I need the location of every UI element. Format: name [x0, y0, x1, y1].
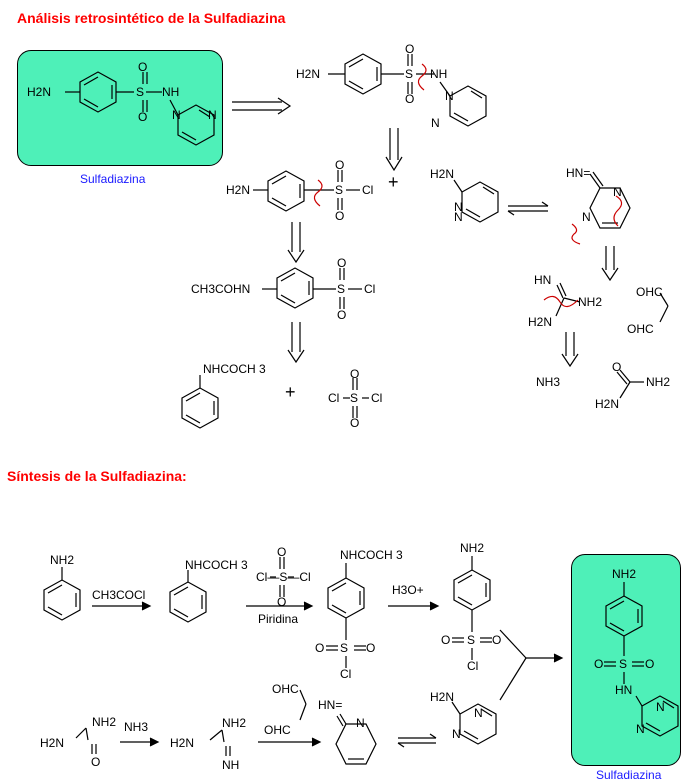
label-cl: Cl [328, 391, 340, 405]
reagent-pyridine: Piridina [258, 612, 299, 626]
label-h2n: H2N [430, 167, 455, 181]
label-nh: NH [222, 758, 240, 772]
label-o: O [405, 92, 415, 106]
label-o: O [594, 657, 604, 671]
label-h2n: H2N [528, 315, 553, 329]
reagent-ammonia: NH3 [124, 720, 149, 734]
label-o: O [138, 110, 148, 124]
label-n: N [445, 89, 454, 103]
label-h2n: H2N [430, 690, 455, 704]
label-h2n: H2N [27, 85, 52, 99]
label-n: N [656, 700, 665, 714]
target-molecule-box-bottom [571, 554, 681, 766]
label-ohc: OHC [272, 682, 299, 696]
label-o: O [138, 60, 148, 74]
label-n: N [454, 210, 463, 224]
label-nhcoch3: NHCOCH 3 [185, 558, 248, 572]
label-o: O [277, 545, 287, 559]
reagent-chlorosulfonic: Cl—S—Cl [256, 570, 311, 584]
label-o: O [405, 42, 415, 56]
label-s: S [337, 282, 346, 296]
label-cl: Cl [340, 667, 352, 681]
target-molecule-box-top [17, 50, 223, 166]
label-nh: NH [430, 67, 448, 81]
label-ohc: OHC [627, 322, 654, 336]
label-hn: HN [534, 273, 552, 287]
label-plus: + [285, 382, 296, 402]
label-n: N [452, 727, 461, 741]
label-h2n: H2N [226, 183, 251, 197]
retrosynthesis-title: Análisis retrosintético de la Sulfadiazi… [17, 10, 286, 26]
label-n: N [454, 200, 463, 214]
label-nh3: NH3 [536, 375, 561, 389]
label-nh: NH [162, 85, 180, 99]
label-ohc: OHC [264, 723, 291, 737]
label-o: O [366, 641, 376, 655]
label-n: N [356, 716, 365, 730]
label-o: O [335, 158, 345, 172]
label-plus: + [388, 172, 399, 192]
label-nh2: NH2 [222, 716, 247, 730]
label-n: N [582, 210, 591, 224]
label-o: O [315, 641, 325, 655]
label-n: N [172, 108, 181, 122]
label-n: N [636, 722, 645, 736]
label-o: O [91, 755, 101, 769]
label-h2n: H2N [595, 397, 620, 411]
label-n: N [474, 706, 483, 720]
label-nh2: NH2 [92, 715, 117, 729]
label-o: O [335, 209, 345, 223]
label-h2n: H2N [170, 736, 195, 750]
label-h2n: H2N [40, 736, 65, 750]
label-o: O [350, 416, 360, 430]
label-h2n: H2N [296, 67, 321, 81]
label-o: O [277, 595, 287, 609]
synthesis-title: Síntesis de la Sulfadiazina: [7, 468, 187, 484]
label-cl: Cl [371, 391, 383, 405]
reagent-hydronium: H3O+ [392, 583, 424, 597]
label-hn-eq: HN= [318, 698, 343, 712]
label-s: S [619, 657, 628, 671]
label-o: O [337, 308, 347, 322]
label-nh2: NH2 [578, 295, 603, 309]
label-nhcoch3: NHCOCH 3 [203, 362, 266, 376]
label-s: S [350, 391, 359, 405]
label-hn: HN [615, 683, 633, 697]
label-cl: Cl [467, 659, 479, 673]
label-o: O [492, 633, 502, 647]
label-n: N [431, 116, 440, 130]
label-n: N [208, 108, 217, 122]
label-s: S [405, 67, 414, 81]
label-nhcoch3: NHCOCH 3 [340, 548, 403, 562]
label-s: S [335, 183, 344, 197]
label-o: O [337, 256, 347, 270]
label-nh2: NH2 [50, 553, 75, 567]
label-o: O [612, 360, 622, 374]
label-s: S [136, 85, 145, 99]
reagent-acetyl-chloride: CH3COCl [92, 588, 146, 602]
label-nh2: NH2 [460, 541, 485, 555]
label-nh2: NH2 [612, 567, 637, 581]
label-o: O [350, 367, 360, 381]
label-cl: Cl [362, 183, 374, 197]
label-cl: Cl [364, 282, 376, 296]
target-label-bottom: Sulfadiazina [596, 768, 662, 782]
label-n: N [613, 185, 622, 199]
label-s: S [467, 633, 476, 647]
label-hn-eq: HN= [566, 166, 591, 180]
label-nh2: NH2 [646, 375, 671, 389]
label-ohc: OHC [636, 285, 663, 299]
label-s: S [340, 641, 349, 655]
target-label-top: Sulfadiazina [80, 172, 146, 186]
label-o: O [645, 657, 655, 671]
label-o: O [441, 633, 451, 647]
label-ch3cohn: CH3COHN [191, 282, 251, 296]
